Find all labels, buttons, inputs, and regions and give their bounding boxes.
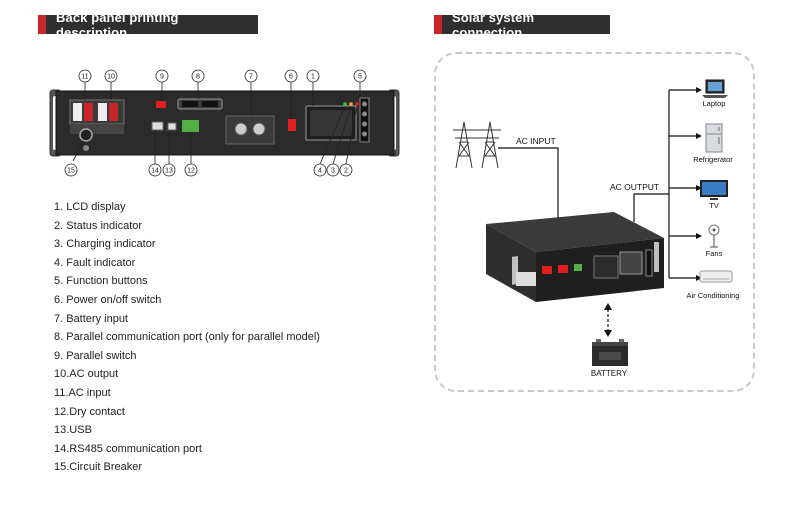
system-dashed-frame <box>434 52 755 392</box>
callout-10: 10 <box>107 74 115 81</box>
legend-item: 4. Fault indicator <box>54 256 136 269</box>
callout-9: 9 <box>160 74 164 81</box>
callout-5: 5 <box>358 74 362 81</box>
callout-4-circle <box>313 163 327 177</box>
callout-2: 2 <box>344 168 348 175</box>
solar-system-header: Solar system connection <box>434 10 610 40</box>
refrigerator-icon <box>705 123 723 153</box>
laptop-label: Laptop <box>703 99 726 108</box>
tv-label: TV <box>709 201 719 210</box>
air-conditioning-label: Air Conditioning <box>687 291 740 300</box>
legend-item: 10.AC output <box>54 368 119 381</box>
callout-12: 12 <box>187 168 195 175</box>
legend-item: 8. Parallel communication port (only for… <box>54 331 320 344</box>
callout-5-circle <box>353 69 367 83</box>
battery-arrow-down <box>604 330 612 337</box>
callout-12-circle <box>184 163 198 177</box>
battery-input <box>225 115 275 145</box>
power-switch <box>288 119 296 131</box>
parallel-switch <box>156 101 166 108</box>
back-panel-title: Back panel printing description <box>46 10 258 40</box>
legend-item: 12.Dry contact <box>54 405 125 418</box>
callout-10-circle <box>104 69 118 83</box>
legend-item: 1. LCD display <box>54 201 126 213</box>
back-panel-diagram: 11 10 9 8 7 6 1 5 15 14 13 12 4 3 2 <box>49 69 400 177</box>
fans-label: Fans <box>706 249 723 258</box>
inverter-device <box>486 212 664 302</box>
usb-port <box>167 122 177 131</box>
rs485-port <box>151 121 164 131</box>
callout-1-circle <box>306 69 320 83</box>
battery-label: BATTERY <box>591 369 628 378</box>
callout-6: 6 <box>289 74 293 81</box>
callout-11-circle <box>78 69 92 83</box>
status-indicator <box>343 102 347 106</box>
callout-8-circle <box>191 69 205 83</box>
callout-13-circle <box>162 163 176 177</box>
callout-1: 1 <box>311 74 315 81</box>
solar-system-title: Solar system connection <box>442 10 610 40</box>
tv-icon <box>700 180 728 200</box>
callout-3-circle <box>326 163 340 177</box>
callout-7: 7 <box>249 74 253 81</box>
legend-item: 13.USB <box>54 424 92 437</box>
load-bus <box>668 89 696 279</box>
callout-3: 3 <box>331 168 335 175</box>
callout-14-circle <box>148 163 162 177</box>
battery-arrow-up <box>604 303 612 310</box>
callout-11: 11 <box>81 74 88 81</box>
legend-item: 3. Charging indicator <box>54 238 156 251</box>
function-buttons <box>359 97 370 143</box>
fault-indicator <box>355 102 359 106</box>
callout-8: 8 <box>196 74 200 81</box>
ac-terminal-block <box>69 99 125 134</box>
battery-icon <box>592 339 628 366</box>
legend-item: 6. Power on/off switch <box>54 293 162 306</box>
ac-input-wire <box>498 147 559 222</box>
callout-2-circle <box>339 163 353 177</box>
circuit-breaker <box>79 128 93 142</box>
header-accent-bar <box>434 15 442 34</box>
power-tower-icon <box>453 121 501 169</box>
legend-item: 14.RS485 communication port <box>54 442 202 455</box>
component-legend: 1. LCD display 2. Status indicator 3. Ch… <box>54 198 320 477</box>
charging-indicator <box>349 102 353 106</box>
ac-input-label: AC INPUT <box>516 136 556 146</box>
legend-item: 7. Battery input <box>54 312 128 325</box>
legend-item: 15.Circuit Breaker <box>54 461 143 474</box>
callout-15: 15 <box>67 168 75 175</box>
load-arrows <box>696 87 702 281</box>
callout-4: 4 <box>318 168 322 175</box>
callout-15-circle <box>64 163 78 177</box>
callout-7-circle <box>244 69 258 83</box>
refrigerator-label: Refrigerator <box>693 155 733 164</box>
air-conditioner-icon <box>699 270 733 283</box>
callout-13: 13 <box>165 168 173 175</box>
legend-item: 2. Status indicator <box>54 219 143 232</box>
header-accent-bar <box>38 15 46 34</box>
dry-contact <box>182 120 199 132</box>
fan-icon <box>708 224 720 248</box>
ac-output-wire <box>633 193 669 222</box>
callout-9-circle <box>155 69 169 83</box>
callout-6-circle <box>284 69 298 83</box>
ac-output-label: AC OUTPUT <box>610 182 659 192</box>
solar-system-diagram: AC INPUT AC OUTPUT Laptop <box>453 79 740 378</box>
ground-screw <box>83 145 89 151</box>
legend-item: 11.AC input <box>54 386 111 399</box>
callout-14: 14 <box>151 168 159 175</box>
legend-item: 9. Parallel switch <box>54 349 137 362</box>
laptop-icon <box>702 79 728 98</box>
back-panel-header: Back panel printing description <box>38 10 258 40</box>
leader-lines <box>72 82 361 165</box>
legend-item: 5. Function buttons <box>54 275 148 288</box>
